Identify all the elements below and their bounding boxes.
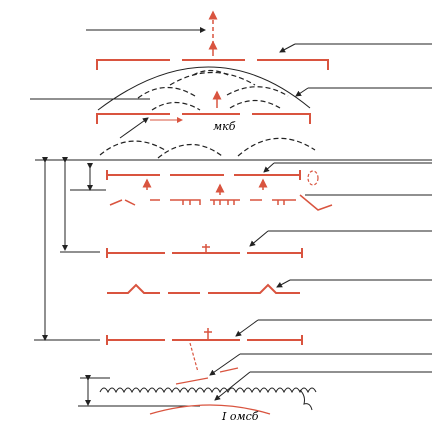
small-red-strokes xyxy=(175,367,239,385)
line-3-cross-mark xyxy=(202,244,210,253)
toothed-line xyxy=(109,199,296,206)
line-3 xyxy=(106,230,432,258)
lead-line-3-down xyxy=(249,230,269,247)
lead-line-mid-right-down xyxy=(295,87,309,97)
lead-line-1-down xyxy=(263,162,275,173)
lead-line-7-down xyxy=(214,371,251,401)
lead-line-4-down xyxy=(276,279,291,288)
diag-arrow xyxy=(119,117,149,139)
dimension-lines xyxy=(34,157,432,341)
omsb-arc xyxy=(149,404,271,415)
lead-line-5-down xyxy=(235,319,259,337)
descending-dashed xyxy=(189,342,199,373)
teeth xyxy=(182,200,285,205)
unit-blobs-upper xyxy=(137,69,289,111)
bottom-section: I омсб xyxy=(78,375,317,423)
line-5 xyxy=(106,319,432,401)
label-mkb: мкб xyxy=(213,120,236,133)
line-1 xyxy=(106,162,432,190)
line-2-toothed xyxy=(109,183,432,211)
line-4-segments xyxy=(107,283,300,294)
toothed-diagonal xyxy=(299,194,333,211)
top-section: мкб xyxy=(30,10,432,159)
unit-blobs-lower xyxy=(99,137,316,159)
line-4 xyxy=(107,279,432,294)
enemy-line-tail xyxy=(299,389,313,411)
enemy-wavy-line xyxy=(99,387,317,394)
line-5-cross-mark xyxy=(204,328,212,340)
second-brace-line xyxy=(96,113,311,124)
small-oval xyxy=(307,170,319,186)
assembly-area-dome xyxy=(97,66,311,111)
lead-line-top-right-down xyxy=(279,43,296,53)
top-brace-line xyxy=(96,59,329,70)
label-omsb: I омсб xyxy=(221,410,259,423)
lead-line-6-down xyxy=(209,353,241,376)
